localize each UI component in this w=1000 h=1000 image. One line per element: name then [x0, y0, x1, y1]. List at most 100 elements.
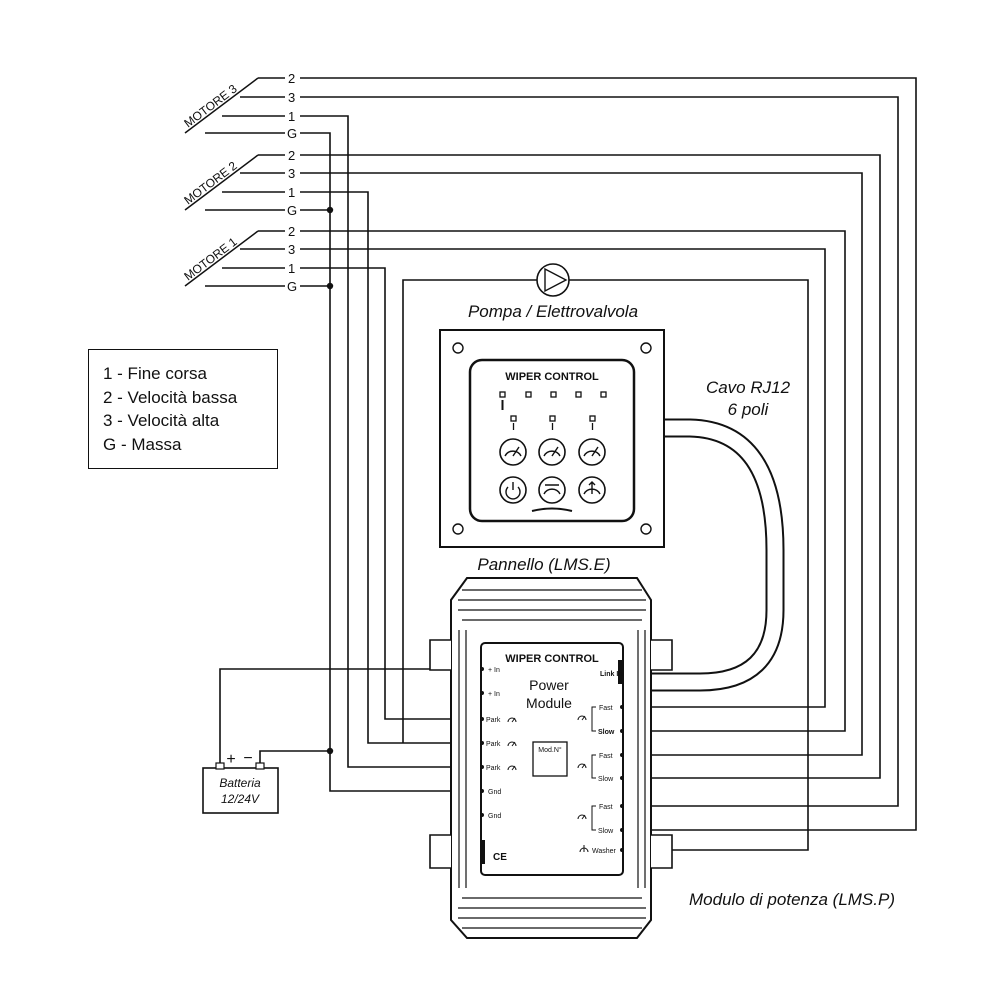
legend-item: 3 - Velocità alta [103, 411, 220, 430]
screw-icon [640, 342, 652, 354]
motor-3-pin-2: 2 [288, 71, 295, 86]
legend-box: 1 - Fine corsa 2 - Velocità bassa 3 - Ve… [88, 349, 278, 469]
terminal-link-in: Link In [600, 671, 623, 678]
wire-m2-slow [300, 154, 881, 779]
terminal-fast-1: Fast [599, 705, 613, 712]
wire-pump-b [569, 279, 809, 851]
motor-1-pin-1: 1 [288, 261, 295, 276]
wire-m3-gnd [300, 132, 482, 792]
legend-item: 1 - Fine corsa [103, 364, 207, 383]
motor-3-group: MOTORE 3 2 3 1 G [181, 71, 297, 141]
panel-brand-mark [531, 507, 573, 512]
wire-m3-fast [300, 96, 899, 807]
battery: + − Batteria 12/24V [202, 750, 279, 814]
terminal-park-3: Park [486, 765, 501, 772]
panel-wiper-button-2[interactable] [538, 438, 566, 466]
cable-label-line1: Cavo RJ12 [706, 378, 791, 397]
terminal-gnd-2: Gnd [488, 813, 501, 820]
module-title: WIPER CONTROL [505, 653, 599, 665]
link-in-connector [618, 660, 624, 684]
motor-2-label: MOTORE 2 [181, 158, 240, 207]
cable-label-line2: 6 poli [728, 400, 770, 419]
screw-icon [452, 342, 464, 354]
battery-label-line1: Batteria [219, 776, 261, 790]
motor-1-group: MOTORE 1 2 3 1 G [181, 224, 297, 294]
motor-1-pin-g: G [287, 279, 297, 294]
motor-2-pin-g: G [287, 203, 297, 218]
wiper-icon [543, 446, 561, 457]
screw-icon [452, 523, 464, 535]
wire-m1-slow [300, 230, 846, 732]
right-terminals: Link In Fast Slow Fast Slow Fast Slow Wa… [577, 671, 624, 855]
wire-battery-plus [219, 668, 482, 764]
control-panel: WIPER CONTROL [439, 329, 665, 548]
wire-pump-a [402, 279, 537, 743]
motor-3-label: MOTORE 3 [181, 81, 240, 130]
left-terminals: + In + In Park Park Park Gnd Gnd [480, 667, 517, 820]
motor-3-pin-g: G [287, 126, 297, 141]
junction-dot [326, 282, 334, 290]
wiper-icon [507, 765, 517, 771]
wiper-icon [577, 814, 587, 820]
panel-title: WIPER CONTROL [505, 371, 599, 383]
legend-item: G - Massa [103, 434, 182, 454]
terminal-fast-3: Fast [599, 804, 613, 811]
terminal-plus-in-1: + In [488, 667, 500, 674]
washer-icon [579, 845, 589, 853]
wiper-icon [577, 763, 587, 769]
battery-terminal-plus [215, 762, 225, 770]
motor-2-pin-2: 2 [288, 148, 295, 163]
motor-3-pin-3: 3 [288, 90, 295, 105]
mounting-tab [429, 639, 451, 671]
wiper-icon [504, 446, 522, 457]
side-connector [480, 840, 485, 864]
panel-wiper-button-3[interactable] [578, 438, 606, 466]
junction-dot [326, 206, 334, 214]
rj12-cable [650, 418, 785, 692]
battery-terminal-minus [255, 762, 265, 770]
motor-3-pin-1: 1 [288, 109, 295, 124]
motor-2-pin-3: 3 [288, 166, 295, 181]
washer-icon [583, 481, 601, 495]
ce-mark: CE [493, 852, 507, 863]
module-name-line1: Power [529, 677, 569, 693]
motor-2-group: MOTORE 2 2 3 1 G [181, 148, 297, 218]
panel-caption: Pannello (LMS.E) [477, 555, 610, 574]
terminal-plus-in-2: + In [488, 691, 500, 698]
wire-m1-fast [300, 248, 826, 708]
wiper-icon [577, 715, 587, 721]
motor-1-pin-2: 2 [288, 224, 295, 239]
motor-2-pin-1: 1 [288, 185, 295, 200]
terminal-fast-2: Fast [599, 753, 613, 760]
panel-wiper-button-1[interactable] [499, 438, 527, 466]
terminal-slow-3: Slow [598, 828, 614, 835]
mounting-tab [429, 834, 451, 869]
battery-plus-sign: + [226, 751, 235, 768]
power-icon [505, 482, 521, 500]
battery-minus-sign: − [243, 750, 252, 767]
panel-washer-button[interactable] [578, 476, 606, 504]
battery-label-line2: 12/24V [221, 792, 260, 806]
wiper-icon [507, 741, 517, 747]
screw-icon [640, 523, 652, 535]
panel-power-button[interactable] [499, 476, 527, 504]
terminal-park-2: Park [486, 741, 501, 748]
power-module: WIPER CONTROL Power Module Mod.N° CE + I… [429, 577, 673, 939]
module-name-line2: Module [526, 695, 572, 711]
wire-m3-slow [300, 77, 917, 831]
wire-m2-fast [300, 172, 863, 756]
terminal-slow-2: Slow [598, 776, 614, 783]
park-wiper-icon [543, 484, 561, 495]
model-number-box [532, 741, 568, 777]
mounting-tab [651, 639, 673, 671]
motor-1-label: MOTORE 1 [181, 234, 240, 283]
wire-battery-minus [259, 750, 330, 764]
pump-label: Pompa / Elettrovalvola [468, 302, 638, 321]
panel-park-button[interactable] [538, 476, 566, 504]
panel-led-indicators [499, 391, 607, 430]
wires [219, 77, 917, 851]
motor-1-pin-3: 3 [288, 242, 295, 257]
wire-m3-park [300, 115, 482, 768]
model-number-label: Mod.N° [538, 746, 562, 754]
